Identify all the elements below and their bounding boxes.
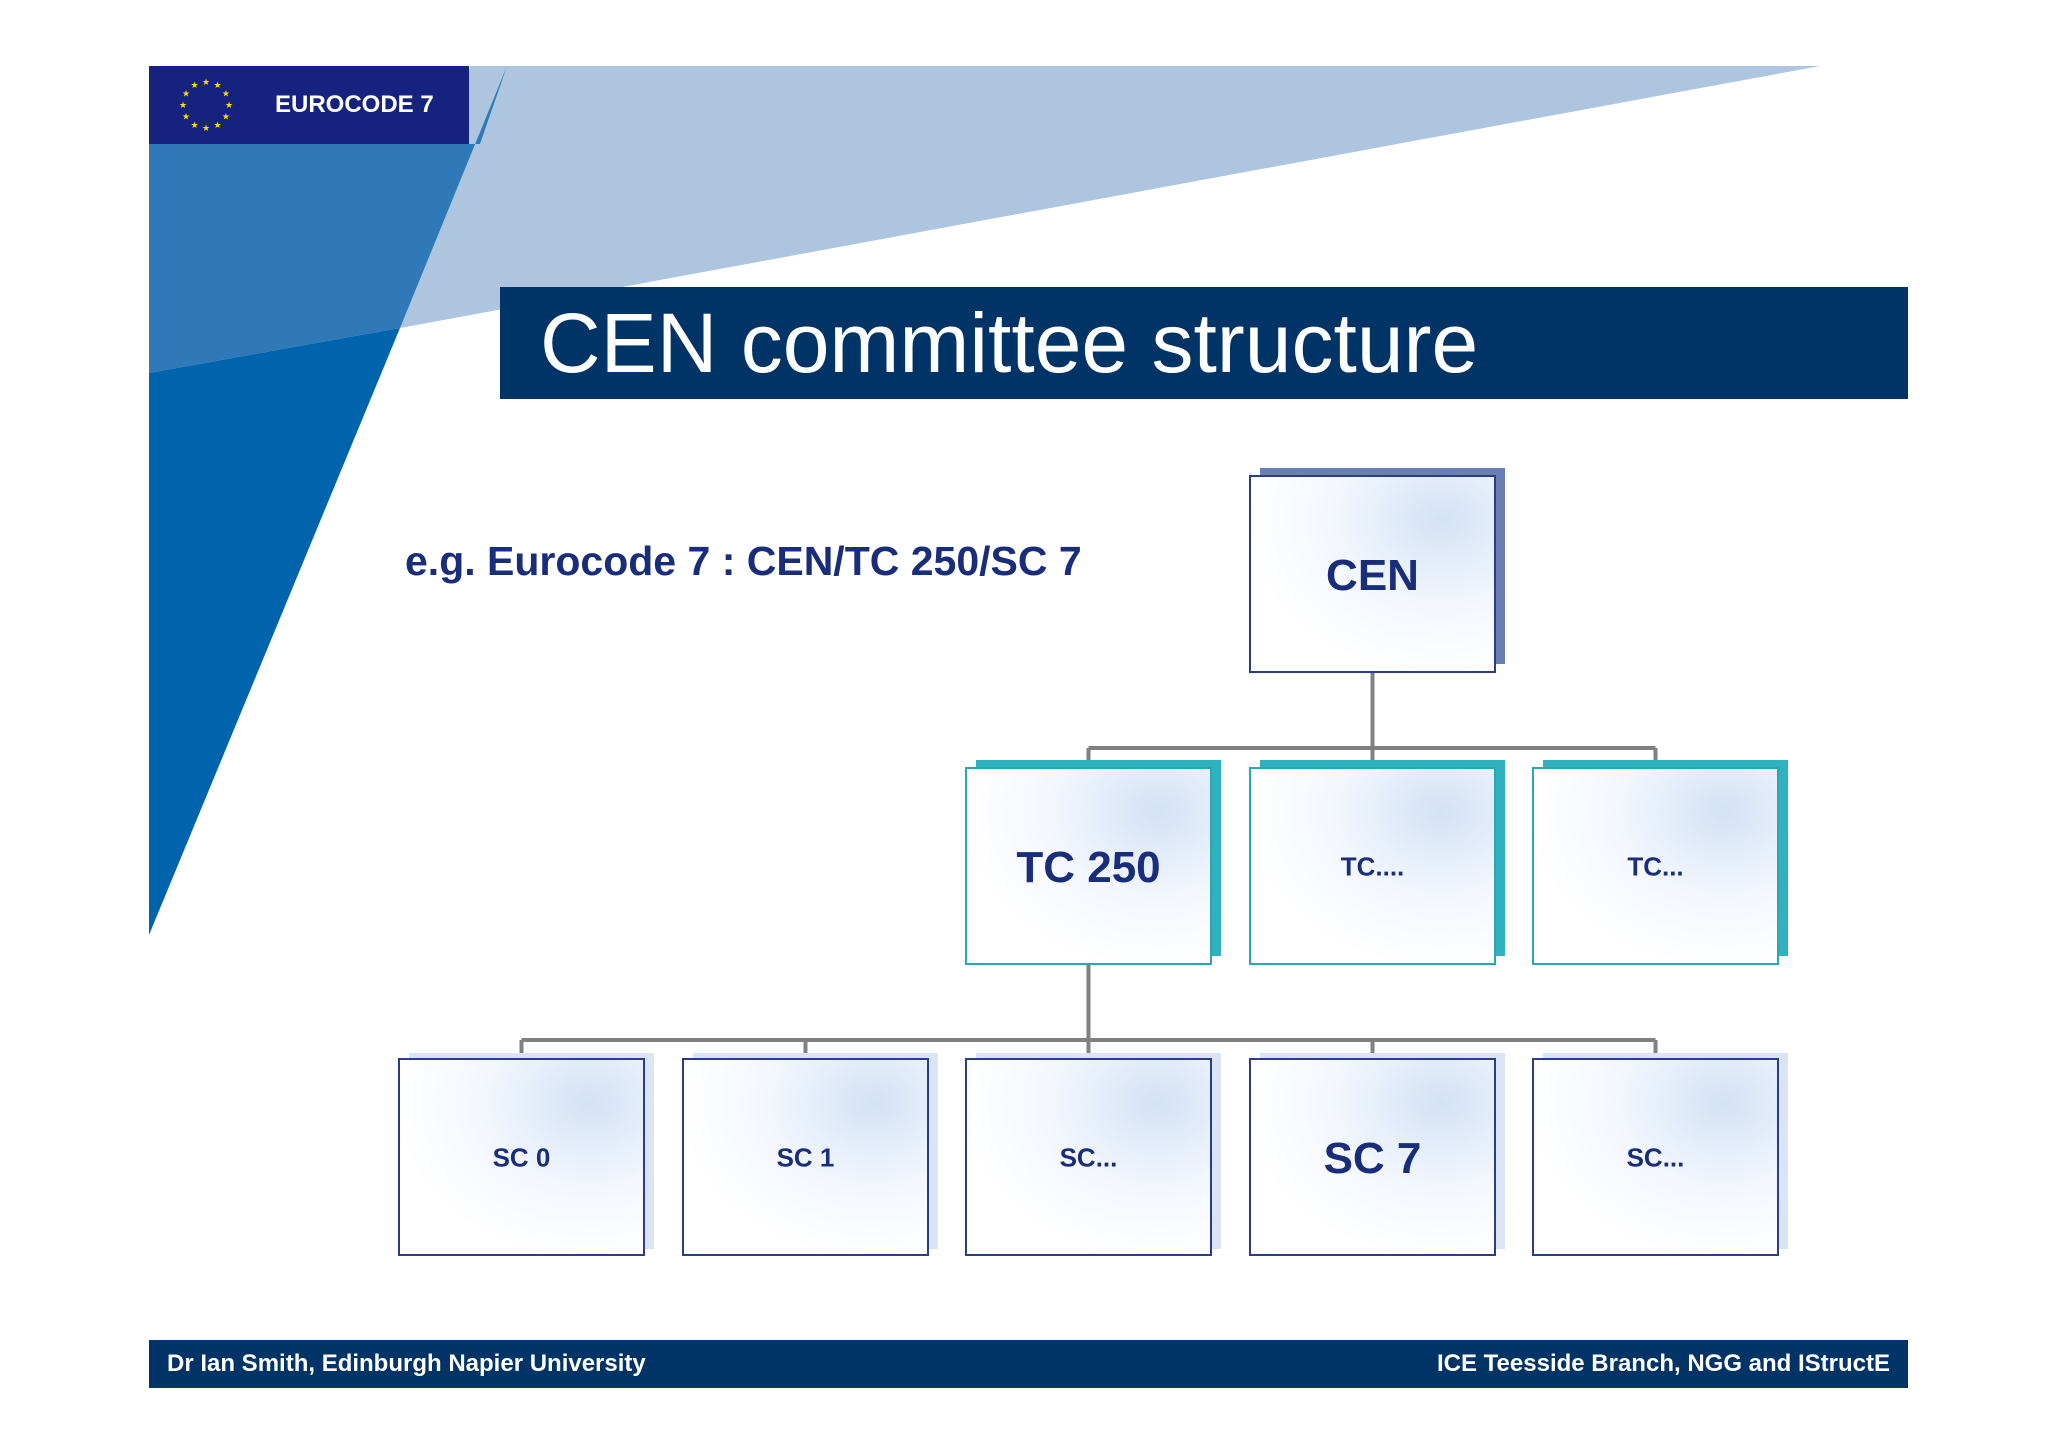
light-wedge	[400, 66, 1820, 328]
star-icon: ★	[182, 112, 190, 122]
star-icon: ★	[190, 80, 198, 90]
eurocode-badge: ★★★★★★★★★★★★ EUROCODE 7	[149, 66, 469, 144]
example-text: e.g. Eurocode 7 : CEN/TC 250/SC 7	[405, 538, 1082, 584]
title-bar: CEN committee structure	[500, 287, 1908, 399]
star-icon: ★	[202, 77, 210, 87]
node-subcommittee: SC 0	[398, 1053, 654, 1256]
node-box	[965, 767, 1212, 965]
dark-wedge	[149, 328, 400, 935]
star-icon: ★	[213, 120, 221, 130]
node-box	[1532, 767, 1779, 965]
node-label: CEN	[1326, 551, 1419, 600]
node-subcommittee: SC 7	[1249, 1053, 1505, 1256]
star-icon: ★	[222, 112, 230, 122]
node-box	[1249, 475, 1496, 673]
star-icon: ★	[222, 89, 230, 99]
eu-stars-icon: ★★★★★★★★★★★★	[179, 77, 233, 133]
node-label: TC 250	[1016, 843, 1160, 892]
node-box	[1249, 1058, 1496, 1256]
node-committee: TC...	[1532, 760, 1788, 965]
node-box	[1532, 1058, 1779, 1256]
star-icon: ★	[213, 80, 221, 90]
node-label: TC....	[1341, 851, 1405, 881]
node-label: SC...	[1060, 1142, 1118, 1172]
chart-nodes: CEN TC 250 TC.... TC... SC 0 SC 1 SC... SC 7 SC.…	[398, 468, 1788, 1256]
node-committee: TC 250	[965, 760, 1221, 965]
node-label: SC 1	[777, 1142, 835, 1172]
star-icon: ★	[182, 89, 190, 99]
node-subcommittee: SC...	[1532, 1053, 1788, 1256]
star-icon: ★	[190, 120, 198, 130]
node-label: SC...	[1627, 1142, 1685, 1172]
mid-wedge	[149, 66, 507, 373]
node-subcommittee: SC 1	[682, 1053, 938, 1256]
badge-label: EUROCODE 7	[275, 91, 434, 118]
node-label: SC 0	[493, 1142, 551, 1172]
footer-organisation: ICE Teesside Branch, NGG and IStructE	[1437, 1350, 1890, 1377]
footer-bar: Dr Ian Smith, Edinburgh Napier Universit…	[149, 1340, 1908, 1388]
node-label: TC...	[1627, 851, 1683, 881]
page-title: CEN committee structure	[540, 296, 1479, 390]
node-box	[1249, 767, 1496, 965]
node-label: SC 7	[1324, 1134, 1422, 1183]
node-box	[682, 1058, 929, 1256]
node-committee: TC....	[1249, 760, 1505, 965]
star-icon: ★	[202, 123, 210, 133]
node-box	[965, 1058, 1212, 1256]
footer-author: Dr Ian Smith, Edinburgh Napier Universit…	[167, 1350, 646, 1377]
connector-lines	[519, 672, 1658, 1059]
node-subcommittee: SC...	[965, 1053, 1221, 1256]
node-box	[398, 1058, 645, 1256]
node-root: CEN	[1249, 468, 1505, 673]
star-icon: ★	[179, 100, 187, 110]
star-icon: ★	[225, 100, 233, 110]
